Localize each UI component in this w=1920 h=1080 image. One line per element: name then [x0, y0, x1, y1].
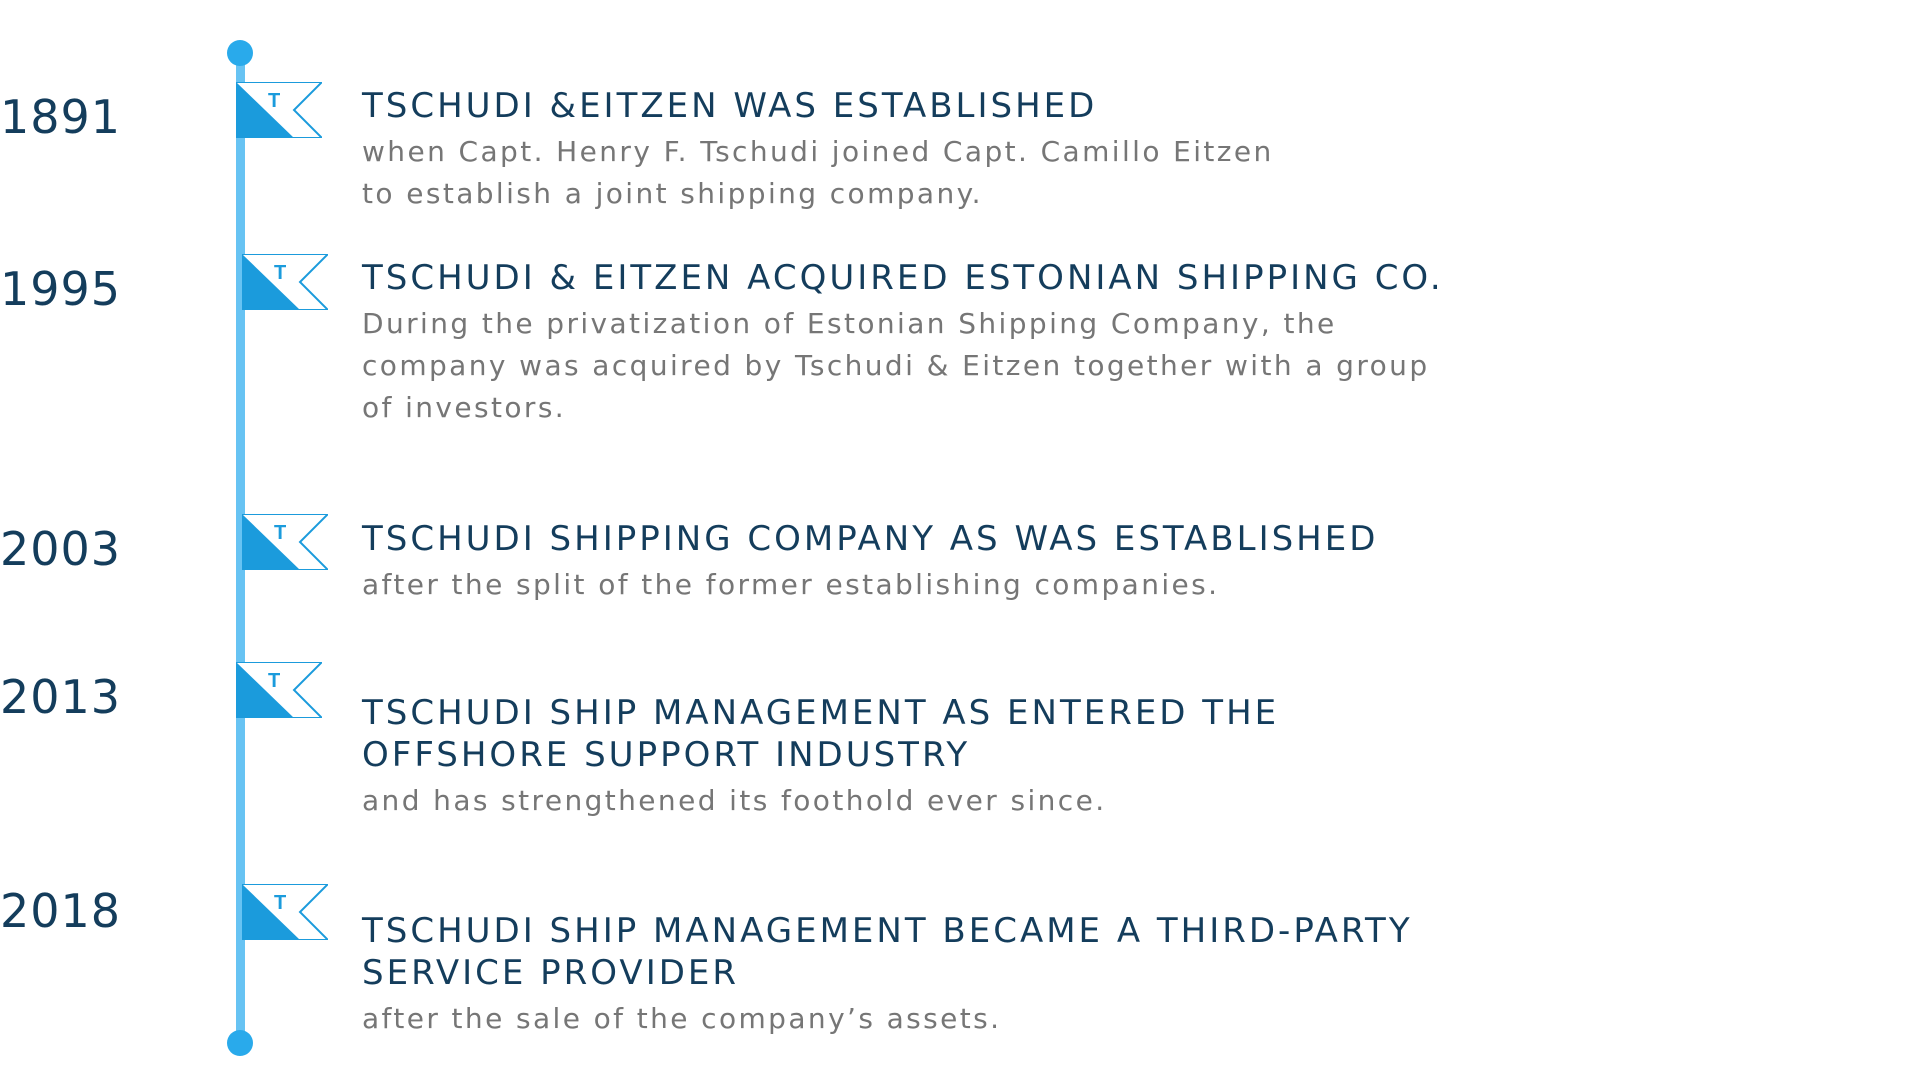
svg-text:T: T: [268, 670, 280, 692]
event-title-line: OFFSHORE SUPPORT INDUSTRY: [362, 735, 971, 775]
svg-text:T: T: [274, 892, 286, 914]
timeline-event: TSCHUDI & EITZEN ACQUIRED ESTONIAN SHIPP…: [362, 257, 1512, 429]
event-title: TSCHUDI &EITZEN WAS ESTABLISHED: [362, 86, 1098, 126]
svg-text:T: T: [274, 262, 286, 284]
tschudi-flag-icon: T: [236, 82, 322, 138]
tschudi-flag-icon: T: [242, 884, 328, 940]
event-title-line: SERVICE PROVIDER: [362, 953, 740, 993]
timeline-event: TSCHUDI &EITZEN WAS ESTABLISHED when Cap…: [362, 85, 1512, 215]
event-description: after the split of the former establishi…: [362, 564, 1462, 606]
timeline-start-dot: [227, 40, 253, 66]
tschudi-flag-icon: T: [236, 662, 322, 718]
event-title: TSCHUDI & EITZEN ACQUIRED ESTONIAN SHIPP…: [362, 258, 1444, 298]
event-year: 2003: [0, 522, 122, 576]
svg-text:T: T: [274, 522, 286, 544]
timeline-event: TSCHUDI SHIP MANAGEMENT BECAME A THIRD-P…: [362, 910, 1512, 1040]
event-description-line: after the split of the former establishi…: [362, 568, 1220, 601]
event-year: 2018: [0, 884, 122, 938]
event-description-line: of investors.: [362, 391, 567, 424]
event-description-line: when Capt. Henry F. Tschudi joined Capt.…: [362, 135, 1274, 168]
event-description: and has strengthened its foothold ever s…: [362, 780, 1462, 822]
tschudi-flag-icon: T: [242, 254, 328, 310]
event-description-line: after the sale of the company’s assets.: [362, 1002, 1002, 1035]
timeline-event: TSCHUDI SHIPPING COMPANY AS WAS ESTABLIS…: [362, 518, 1512, 606]
event-title-line: TSCHUDI SHIP MANAGEMENT AS ENTERED THE: [362, 693, 1280, 733]
event-year: 1995: [0, 262, 122, 316]
event-title: TSCHUDI SHIP MANAGEMENT BECAME A THIRD-P…: [362, 910, 1512, 994]
tschudi-flag-icon: T: [242, 514, 328, 570]
svg-text:T: T: [268, 90, 280, 112]
event-description-line: During the privatization of Estonian Shi…: [362, 307, 1337, 340]
event-description-line: company was acquired by Tschudi & Eitzen…: [362, 349, 1430, 382]
event-year: 1891: [0, 90, 122, 144]
timeline-end-dot: [227, 1030, 253, 1056]
timeline-line: [236, 54, 245, 1044]
timeline-event: TSCHUDI SHIP MANAGEMENT AS ENTERED THE O…: [362, 692, 1512, 822]
event-description-line: to establish a joint shipping company.: [362, 177, 983, 210]
event-title: TSCHUDI SHIP MANAGEMENT AS ENTERED THE O…: [362, 692, 1512, 776]
event-description: after the sale of the company’s assets.: [362, 998, 1462, 1040]
event-description-line: and has strengthened its foothold ever s…: [362, 784, 1107, 817]
event-title: TSCHUDI SHIPPING COMPANY AS WAS ESTABLIS…: [362, 519, 1379, 559]
event-description: when Capt. Henry F. Tschudi joined Capt.…: [362, 131, 1462, 215]
event-description: During the privatization of Estonian Shi…: [362, 303, 1462, 429]
event-title-line: TSCHUDI SHIP MANAGEMENT BECAME A THIRD-P…: [362, 911, 1413, 951]
event-year: 2013: [0, 670, 122, 724]
